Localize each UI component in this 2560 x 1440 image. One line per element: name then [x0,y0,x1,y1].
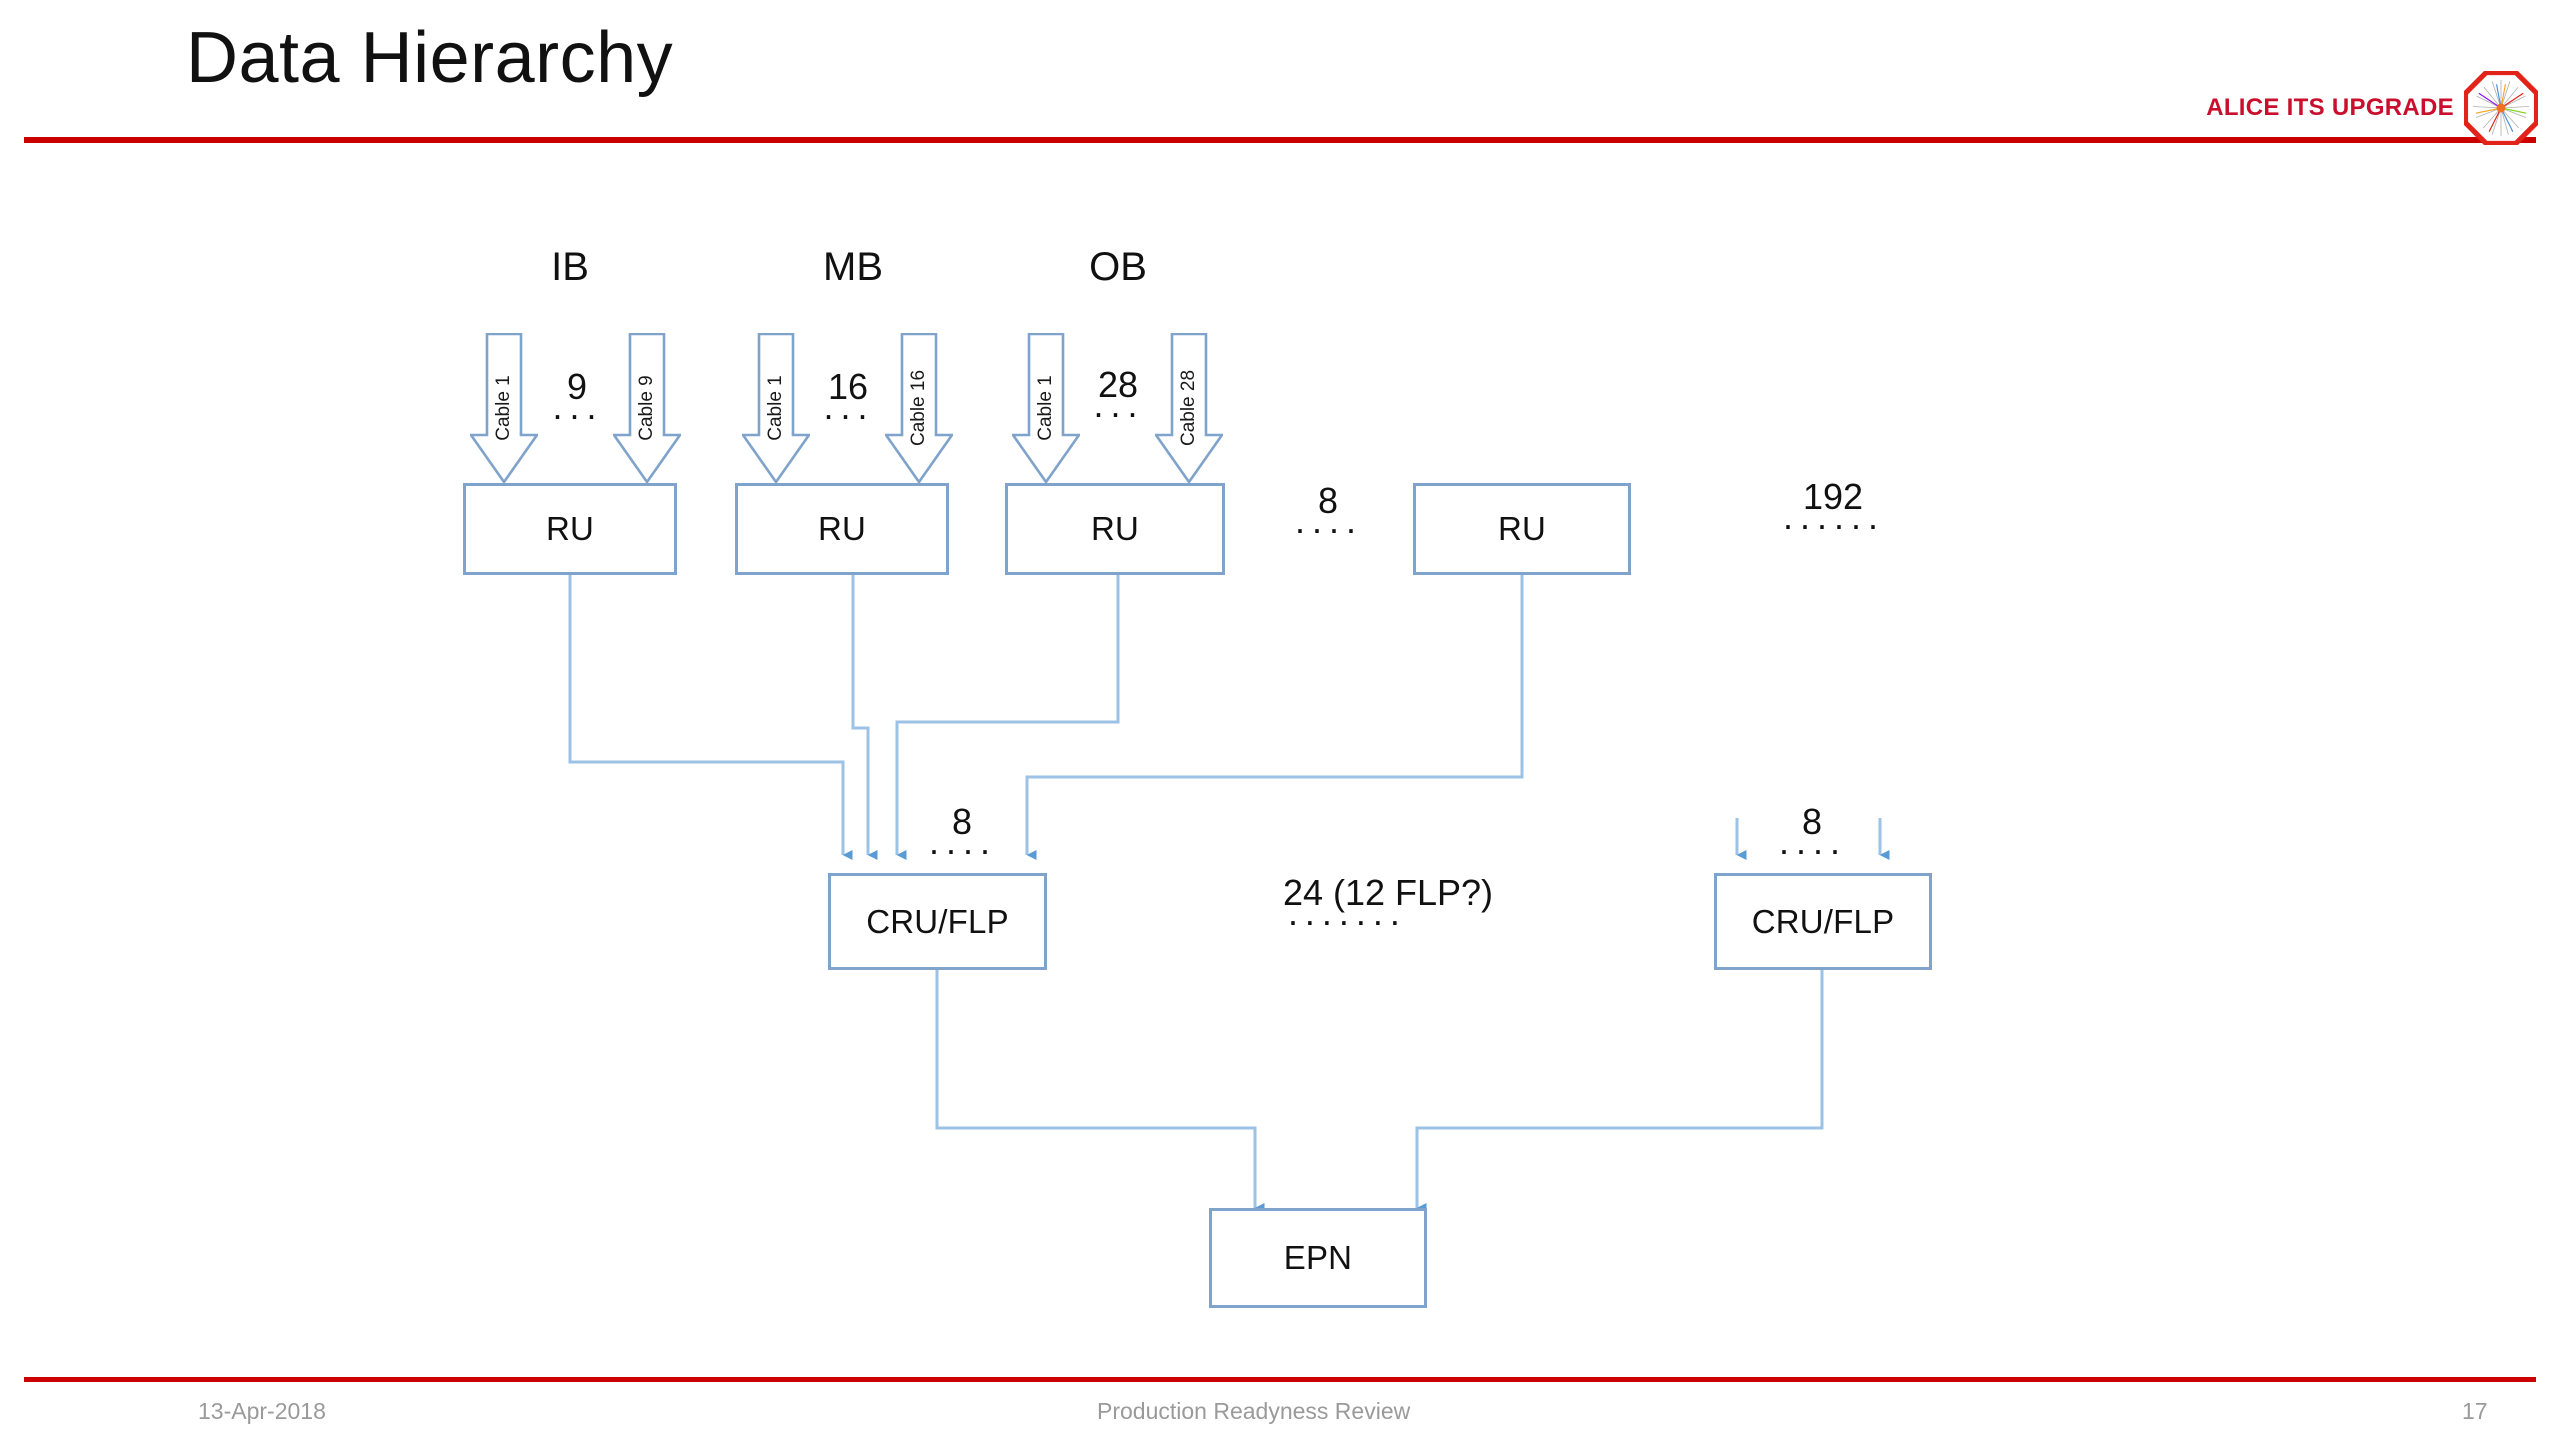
cable-count-ob-value: 28 [1097,364,1139,405]
page-title: Data Hierarchy [186,18,674,98]
cru-right-count-value: 8 [1801,801,1823,842]
ru-total-count: 192 ······ [1782,476,1884,546]
cable-label: Cable 16 [908,369,929,447]
cru-left-count: 8 ···· [928,801,996,871]
cable-arrow-ib-last: Cable 9 [613,333,681,483]
alice-its-logo-icon [2464,71,2538,145]
ru-gap-count: 8 ···· [1294,480,1362,550]
cable-count-ob-dots: ··· [1092,392,1144,434]
ru-total-count-value: 192 [1802,476,1864,517]
group-label-ob: OB [1089,245,1147,289]
cable-label: Cable 1 [1035,375,1056,441]
footer-divider [24,1377,2536,1382]
ru-gap-count-dots: ···· [1294,508,1362,550]
node-ru-ob[interactable]: RU [1005,483,1225,575]
cable-arrow-ob-first: Cable 1 [1012,333,1080,483]
footer-event: Production Readyness Review [1097,1398,1411,1424]
title-divider [24,137,2536,143]
cable-count-mb: 16 ··· [822,366,874,436]
cable-arrow-mb-first: Cable 1 [742,333,810,483]
cable-arrow-ob-last: Cable 28 [1155,333,1223,483]
group-label-mb: MB [823,245,883,289]
ru-total-count-dots: ······ [1782,504,1884,546]
node-ru-mb[interactable]: RU [735,483,949,575]
brand-label: ALICE ITS UPGRADE [2206,94,2454,121]
node-cru-flp-left[interactable]: CRU/FLP [828,873,1047,970]
cable-count-mb-value: 16 [827,366,869,407]
cable-arrow-mb-last: Cable 16 [885,333,953,483]
ru-gap-count-value: 8 [1317,480,1339,521]
group-label-ib: IB [551,245,589,289]
cru-total-count: 24 (12 FLP?) ······· [1282,872,1494,942]
footer-date: 13-Apr-2018 [198,1398,326,1424]
cru-left-count-value: 8 [951,801,973,842]
cable-label: Cable 28 [1178,369,1199,447]
cable-label: Cable 1 [493,375,514,441]
cable-label: Cable 9 [636,375,657,441]
node-cru-flp-right[interactable]: CRU/FLP [1714,873,1932,970]
node-ru-extra[interactable]: RU [1413,483,1631,575]
cable-arrow-ib-first: Cable 1 [470,333,538,483]
cable-label: Cable 1 [765,375,786,441]
cable-count-mb-dots: ··· [822,394,874,436]
cru-right-count-dots: ···· [1778,829,1846,871]
cable-count-ib-value: 9 [566,366,588,407]
cable-count-ob: 28 ··· [1092,364,1144,434]
cru-right-count: 8 ···· [1778,801,1846,871]
cru-left-count-dots: ···· [928,829,996,871]
cru-total-count-value: 24 (12 FLP?) [1282,872,1494,913]
cru-total-count-dots: ······· [1286,900,1406,942]
node-ru-ib[interactable]: RU [463,483,677,575]
cable-count-ib-dots: ··· [551,394,603,436]
cable-count-ib: 9 ··· [551,366,603,436]
node-epn[interactable]: EPN [1209,1208,1427,1308]
page-number: 17 [2462,1398,2488,1424]
